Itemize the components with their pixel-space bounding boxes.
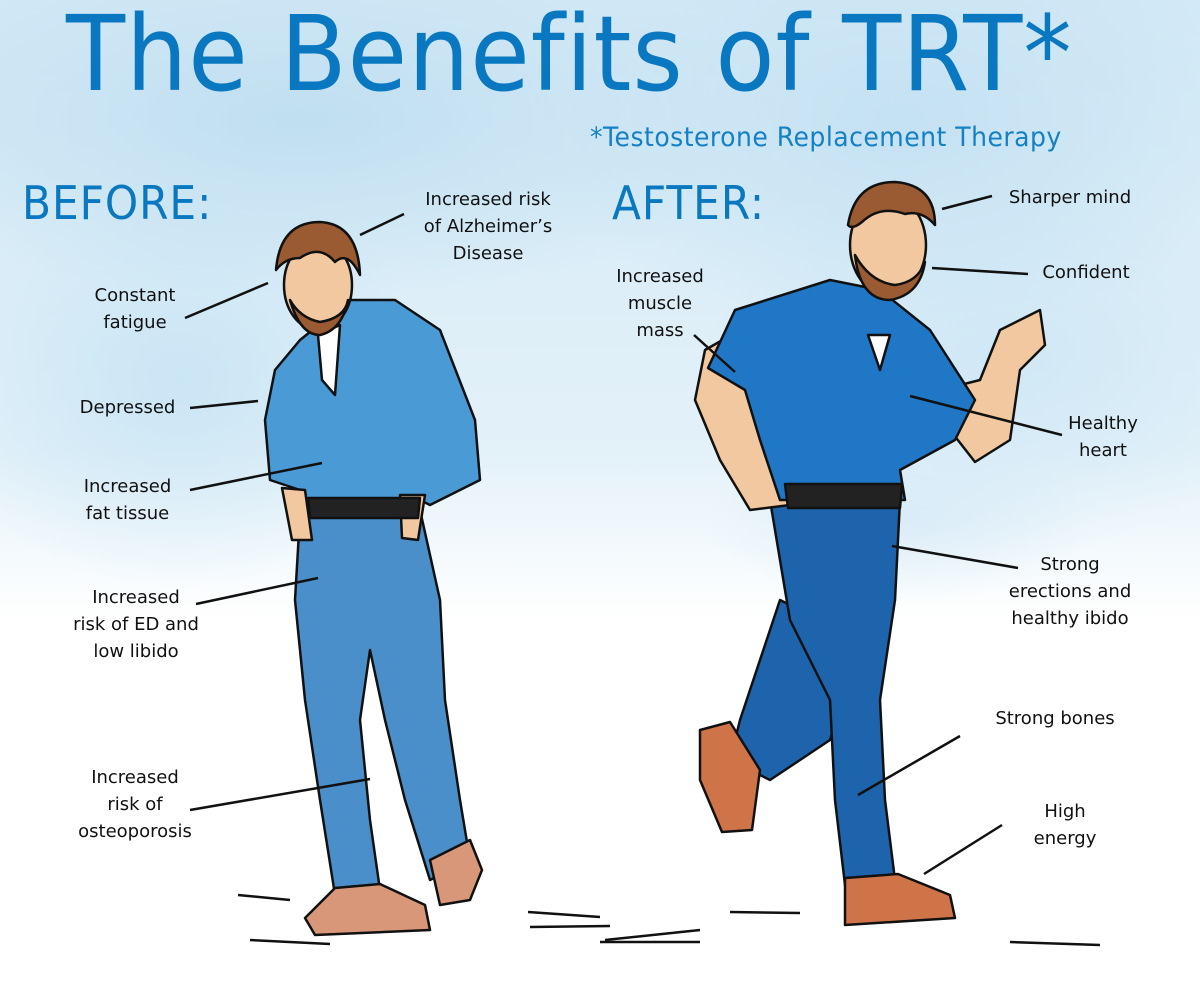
- label-alzheimers: Increased risk of Alzheimer’s Disease: [423, 189, 553, 264]
- leader-lines: [184, 194, 1063, 876]
- ground-shadows: [237, 893, 1101, 947]
- before-figure-illustration: [263, 220, 484, 937]
- before-heading: BEFORE:: [22, 176, 213, 230]
- label-depressed: Depressed: [79, 397, 176, 418]
- after-heading: AFTER:: [612, 176, 766, 230]
- label-confident: Confident: [1042, 262, 1130, 283]
- label-strong-bones: Strong bones: [995, 708, 1115, 729]
- page-subtitle: *Testosterone Replacement Therapy: [590, 122, 1062, 153]
- label-strong-erections: Strong erections and healthy ibido: [1008, 554, 1132, 629]
- label-sharper-mind: Sharper mind: [1008, 187, 1132, 208]
- label-risk-osteoporosis: Increased risk of osteoporosis: [78, 767, 192, 842]
- label-constant-fatigue: Constant fatigue: [94, 285, 176, 333]
- label-increased-muscle-mass: Increased muscle mass: [616, 266, 704, 341]
- label-healthy-heart: Healthy heart: [1068, 413, 1138, 461]
- label-high-energy: High energy: [1033, 801, 1097, 849]
- label-risk-ed-low-libido: Increased risk of ED and low libido: [73, 587, 199, 662]
- page-title: The Benefits of TRT*: [66, 0, 1073, 115]
- label-increased-fat-tissue: Increased fat tissue: [83, 476, 172, 524]
